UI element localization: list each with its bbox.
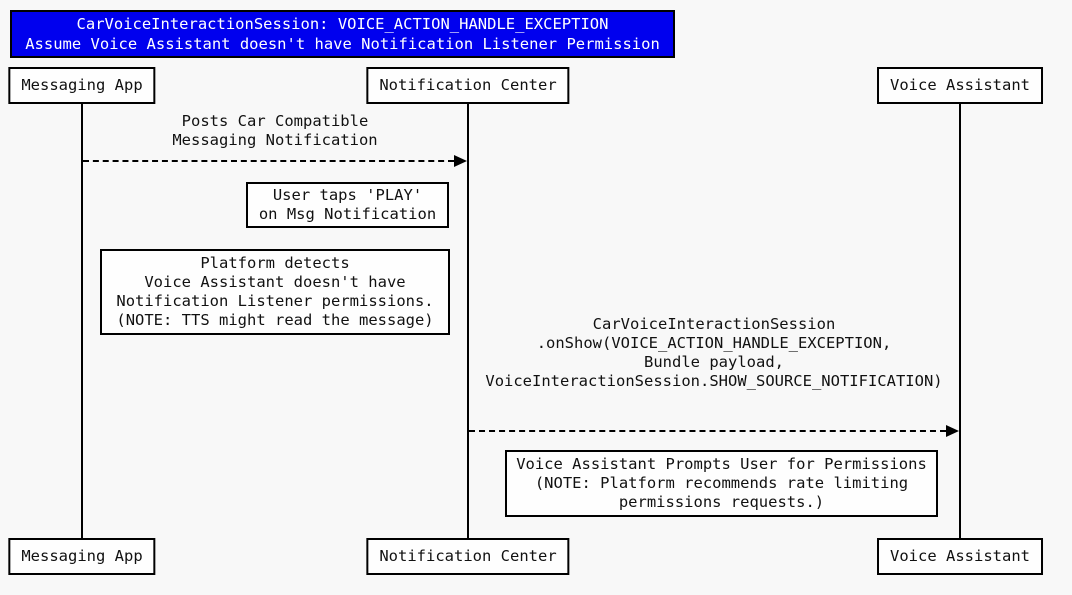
actor-top-notification-center: Notification Center [366, 67, 570, 104]
actor-bottom-notification-center: Notification Center [366, 538, 570, 575]
title-line-1: CarVoiceInteractionSession: VOICE_ACTION… [76, 15, 609, 33]
message-2-arrow [469, 430, 946, 432]
title-line-2: Assume Voice Assistant doesn't have Noti… [25, 35, 660, 53]
diagram-title-box: CarVoiceInteractionSession: VOICE_ACTION… [10, 10, 675, 58]
note-platform-detects: Platform detects Voice Assistant doesn't… [100, 249, 450, 335]
actor-bottom-voice-assistant: Voice Assistant [877, 538, 1043, 575]
note-user-taps-play: User taps 'PLAY' on Msg Notification [246, 182, 449, 228]
message-1-arrow-head-icon [454, 155, 467, 167]
lifeline-notification-center [467, 104, 469, 538]
note-voice-assistant-prompts: Voice Assistant Prompts User for Permiss… [505, 450, 938, 517]
actor-top-voice-assistant: Voice Assistant [877, 67, 1043, 104]
message-2-label: CarVoiceInteractionSession .onShow(VOICE… [485, 315, 943, 390]
lifeline-messaging-app [81, 104, 83, 538]
message-2-arrow-head-icon [946, 425, 959, 437]
actor-top-messaging-app: Messaging App [8, 67, 156, 104]
message-1-arrow [83, 160, 454, 162]
actor-bottom-messaging-app: Messaging App [8, 538, 156, 575]
lifeline-voice-assistant [959, 104, 961, 538]
message-1-label: Posts Car Compatible Messaging Notificat… [172, 112, 378, 149]
